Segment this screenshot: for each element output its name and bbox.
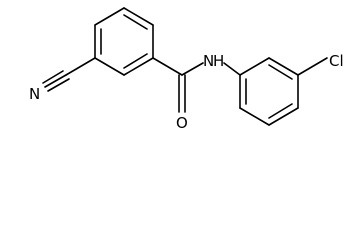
- ring-b-bond-4: [268, 107, 299, 126]
- ring-b-double-2: [268, 103, 293, 119]
- ring-a-bond-2: [94, 7, 125, 26]
- ring-a-bond-5: [123, 57, 154, 76]
- nitrile-nitrogen-label: N: [29, 85, 40, 103]
- cyanophenyl-ring: [94, 7, 154, 76]
- ring-a-bond-4: [94, 57, 125, 76]
- amide-nitrogen-label: N: [203, 52, 214, 70]
- ring-to-nitrile-carbon-bond: [65, 57, 96, 76]
- structure-canvas: N O N H Cl: [29, 7, 344, 132]
- chlorine-label: Cl: [329, 52, 344, 70]
- nitrile-group: N: [29, 57, 96, 103]
- chlorophenyl-ring: [239, 57, 299, 126]
- amide-group: O N H: [152, 52, 241, 132]
- molecule-drawing: N O N H Cl: [29, 7, 344, 132]
- ring-to-carbonyl-bond: [152, 57, 183, 76]
- carbonyl-to-nitrogen-bond: [181, 62, 204, 76]
- amide-hydrogen-label: H: [213, 52, 224, 70]
- nitrile-triple-bond-upper: [42, 70, 64, 84]
- ring-to-chlorine-bond: [297, 57, 328, 76]
- ring-a-bond-1: [123, 7, 154, 26]
- ring-a-double-3: [123, 53, 148, 69]
- nitrile-triple-bond-center: [44, 74, 67, 88]
- ring-b-double-1: [268, 64, 293, 80]
- ring-b-bond-1: [239, 57, 270, 76]
- ring-b-bond-5: [239, 107, 270, 126]
- ring-a-double-1: [123, 14, 148, 30]
- nitrile-triple-bond-lower: [47, 78, 70, 92]
- ring-b-bond-2: [268, 57, 299, 76]
- chloro-group: Cl: [297, 52, 344, 76]
- carbonyl-oxygen-label: O: [176, 114, 188, 132]
- nitrogen-to-ring-bond: [223, 62, 241, 76]
